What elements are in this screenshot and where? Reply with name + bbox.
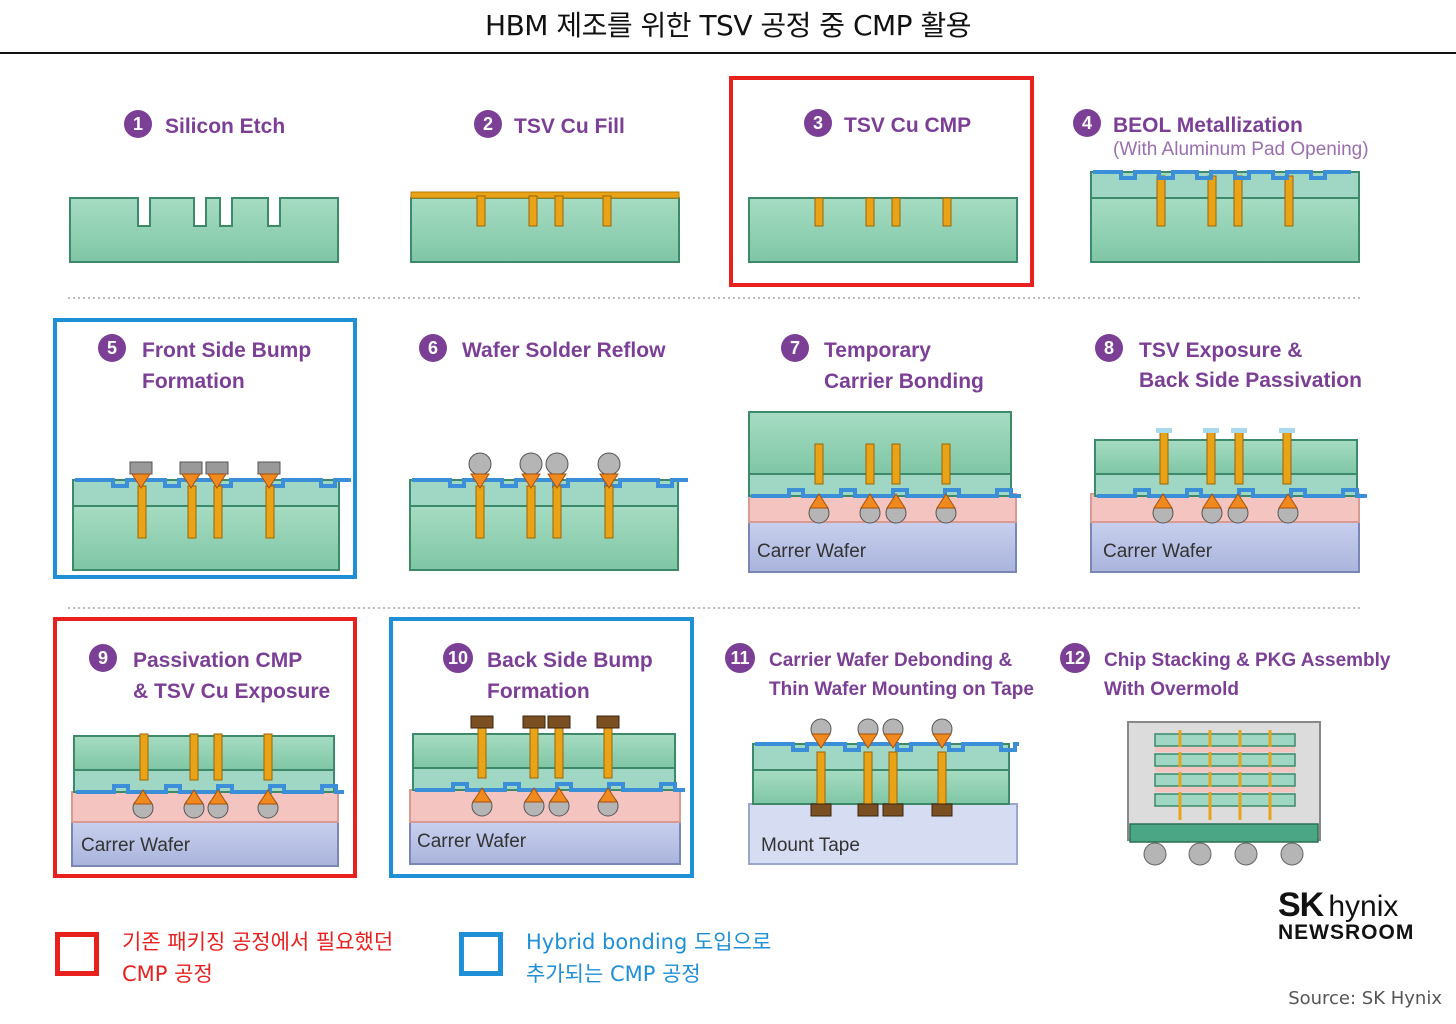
carrier-wafer-label-9: Carrer Wafer bbox=[81, 835, 191, 856]
step-3-label: 3 TSV Cu CMP bbox=[804, 109, 971, 137]
brand-sk: SK bbox=[1278, 886, 1324, 924]
svg-text:TSV Exposure &: TSV Exposure & bbox=[1139, 339, 1302, 362]
brand-newsroom: NEWSROOM bbox=[1278, 921, 1415, 944]
step-10-diagram: Carrer Wafer bbox=[409, 715, 685, 865]
svg-text:10: 10 bbox=[448, 648, 468, 668]
svg-text:5: 5 bbox=[107, 338, 117, 358]
legend-existing-cmp-label: 기존 패키징 공정에서 필요했던 CMP 공정 bbox=[122, 930, 394, 986]
step-9-diagram: Carrer Wafer bbox=[71, 733, 344, 867]
svg-text:2: 2 bbox=[483, 114, 493, 134]
svg-text:TSV Cu CMP: TSV Cu CMP bbox=[844, 114, 971, 137]
legend-existing-cmp-swatch bbox=[55, 932, 99, 976]
step-12-label: 12 Chip Stacking & PKG Assembly With Ove… bbox=[1060, 643, 1391, 700]
svg-text:6: 6 bbox=[428, 338, 438, 358]
svg-text:(With Aluminum Pad Opening): (With Aluminum Pad Opening) bbox=[1113, 139, 1369, 160]
svg-text:Back Side Passivation: Back Side Passivation bbox=[1139, 369, 1362, 392]
svg-text:Chip Stacking & PKG Assembly: Chip Stacking & PKG Assembly bbox=[1104, 650, 1391, 671]
svg-text:12: 12 bbox=[1065, 648, 1085, 668]
svg-text:Temporary: Temporary bbox=[824, 339, 931, 362]
step-3-red-frame bbox=[729, 76, 1034, 287]
legend-hybrid-cmp-swatch bbox=[459, 932, 503, 976]
step-4-diagram bbox=[1090, 170, 1360, 263]
step-12-diagram bbox=[1127, 721, 1321, 866]
step-8-diagram: Carrer Wafer bbox=[1090, 428, 1367, 573]
step-2-label: 2 TSV Cu Fill bbox=[474, 110, 625, 138]
svg-text:Thin Wafer Mounting on Tape: Thin Wafer Mounting on Tape bbox=[769, 679, 1034, 700]
page-title: HBM 제조를 위한 TSV 공정 중 CMP 활용 bbox=[485, 9, 971, 42]
svg-text:Formation: Formation bbox=[487, 680, 590, 703]
step-2-diagram bbox=[410, 191, 680, 263]
carrier-wafer-label-10: Carrer Wafer bbox=[417, 831, 527, 852]
svg-text:Passivation CMP: Passivation CMP bbox=[133, 649, 302, 672]
step-11-label: 11 Carrier Wafer Debonding & Thin Wafer … bbox=[725, 643, 1034, 700]
title-divider bbox=[0, 52, 1456, 54]
step-5-blue-frame bbox=[53, 318, 357, 579]
step-4-label: 4 BEOL Metallization (With Aluminum Pad … bbox=[1073, 109, 1369, 160]
svg-text:11: 11 bbox=[730, 648, 749, 668]
step-5-label: 5 Front Side Bump Formation bbox=[98, 334, 311, 393]
svg-text:Formation: Formation bbox=[142, 370, 245, 393]
step-7-label: 7 Temporary Carrier Bonding bbox=[781, 334, 984, 393]
step-8-label: 8 TSV Exposure & Back Side Passivation bbox=[1095, 334, 1362, 392]
legend-hybrid-cmp-label: Hybrid bonding 도입으로 추가되는 CMP 공정 bbox=[526, 930, 772, 986]
step-10-blue-frame bbox=[389, 617, 694, 878]
step-9-label: 9 Passivation CMP & TSV Cu Exposure bbox=[89, 644, 330, 703]
step-7-diagram: Carrer Wafer bbox=[748, 411, 1021, 573]
svg-text:4: 4 bbox=[1082, 113, 1092, 133]
svg-text:Front Side Bump: Front Side Bump bbox=[142, 339, 311, 362]
svg-text:9: 9 bbox=[98, 648, 108, 668]
step-11-diagram: Mount Tape bbox=[748, 718, 1019, 865]
svg-text:7: 7 bbox=[790, 338, 800, 358]
svg-text:Back Side Bump: Back Side Bump bbox=[487, 649, 653, 672]
svg-text:Carrier Wafer Debonding &: Carrier Wafer Debonding & bbox=[769, 650, 1012, 671]
step-5-diagram bbox=[72, 461, 351, 571]
svg-text:Silicon Etch: Silicon Etch bbox=[165, 115, 285, 138]
svg-text:& TSV Cu Exposure: & TSV Cu Exposure bbox=[133, 680, 330, 703]
svg-text:8: 8 bbox=[1104, 338, 1114, 358]
step-1-diagram bbox=[69, 197, 339, 263]
step-6-diagram bbox=[409, 452, 688, 571]
svg-text:3: 3 bbox=[813, 113, 823, 133]
svg-text:With Overmold: With Overmold bbox=[1104, 679, 1239, 700]
svg-text:1: 1 bbox=[133, 114, 143, 134]
sk-hynix-logo: SK hynix NEWSROOM bbox=[1278, 886, 1448, 945]
carrier-wafer-label-8: Carrer Wafer bbox=[1103, 541, 1213, 562]
svg-text:BEOL Metallization: BEOL Metallization bbox=[1113, 114, 1303, 137]
svg-text:Wafer Solder Reflow: Wafer Solder Reflow bbox=[462, 339, 666, 362]
step-1-label: 1 Silicon Etch bbox=[124, 110, 285, 138]
source-credit: Source: SK Hynix bbox=[1288, 988, 1442, 1009]
step-3-diagram bbox=[748, 197, 1018, 263]
svg-text:Carrier Bonding: Carrier Bonding bbox=[824, 370, 984, 393]
step-9-red-frame bbox=[53, 617, 357, 878]
brand-hynix: hynix bbox=[1328, 890, 1399, 923]
carrier-wafer-label-7: Carrer Wafer bbox=[757, 541, 867, 562]
step-10-label: 10 Back Side Bump Formation bbox=[443, 643, 653, 703]
step-6-label: 6 Wafer Solder Reflow bbox=[419, 334, 666, 362]
svg-text:TSV Cu Fill: TSV Cu Fill bbox=[514, 115, 625, 138]
mount-tape-label: Mount Tape bbox=[761, 835, 860, 856]
